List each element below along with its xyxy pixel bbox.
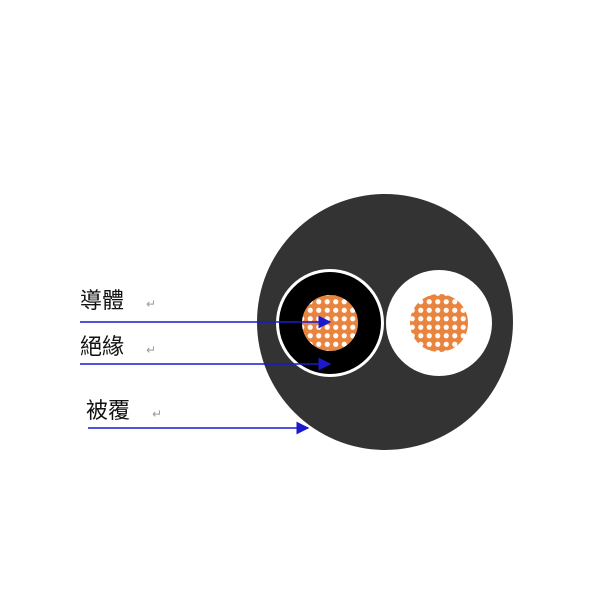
- paragraph-return-icon: ↵: [146, 343, 156, 357]
- label-jacket-text: 被覆: [86, 399, 130, 424]
- label-insulation-text: 絕緣: [80, 335, 124, 360]
- label-jacket: 被覆 ↵: [86, 399, 162, 424]
- left-conductor: [302, 295, 358, 351]
- label-conductor: 導體 ↵: [80, 289, 156, 314]
- outer-jacket: [257, 194, 513, 450]
- paragraph-return-icon: ↵: [146, 297, 156, 311]
- paragraph-return-icon: ↵: [152, 407, 162, 421]
- right-conductor: [410, 294, 468, 352]
- label-conductor-text: 導體: [80, 289, 124, 314]
- label-insulation: 絕緣 ↵: [80, 335, 156, 360]
